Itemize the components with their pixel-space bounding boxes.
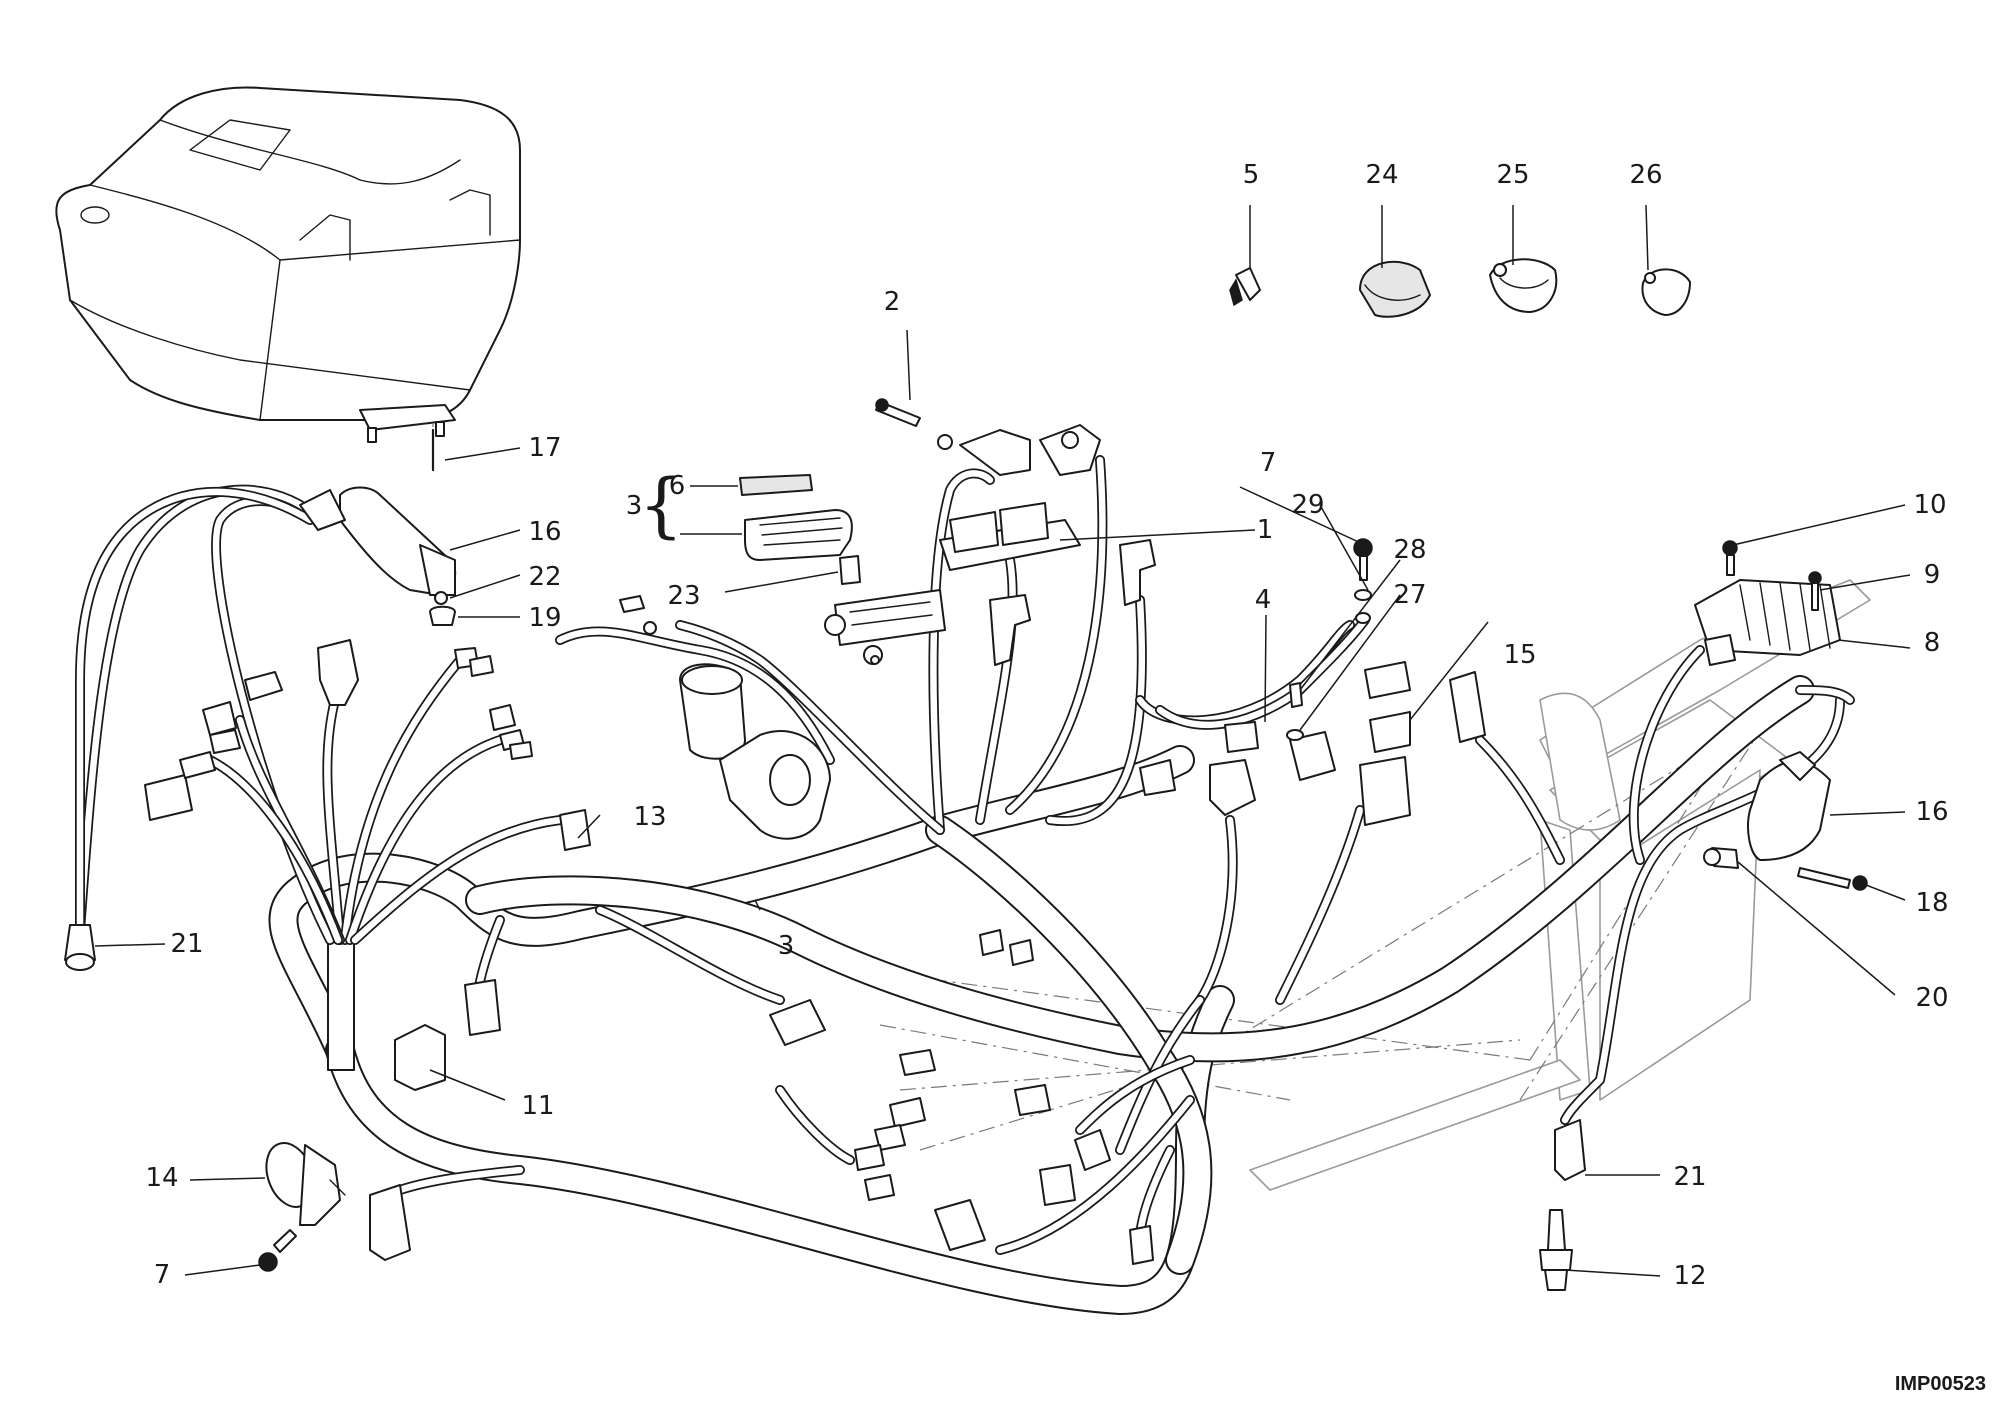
cable-clamp-23	[1489, 258, 1558, 313]
callout-7-top: 7	[1259, 448, 1277, 478]
battery-box	[55, 86, 521, 421]
screw-2	[875, 398, 953, 450]
bolt-18	[1797, 867, 1868, 891]
callout-4: 4	[1254, 585, 1272, 615]
callout-26: 28	[1393, 535, 1427, 565]
callout-10: 10	[1913, 490, 1947, 520]
cable-tie-22	[1359, 260, 1431, 318]
callout-28: 22	[528, 562, 562, 592]
callout-1: 1	[1256, 515, 1274, 545]
callout-22: 24	[1365, 160, 1399, 190]
callout-23: 25	[1496, 160, 1530, 190]
callout-8: 8	[1923, 628, 1941, 658]
voltage-regulator-8	[1694, 579, 1841, 666]
screw-7-horn	[258, 1229, 297, 1272]
callout-20: 20	[1915, 983, 1949, 1013]
relay-unit-1	[939, 424, 1101, 571]
coil-bracket-17	[359, 404, 456, 472]
callout-13: 12	[1673, 1261, 1707, 1291]
callout-14: 14	[145, 1163, 179, 1193]
fuse-box-cover-6	[739, 474, 813, 496]
main-harness-bundle	[268, 675, 1815, 1315]
ignition-coil-16-left	[299, 486, 457, 626]
callout-3-brace: 3	[625, 491, 643, 521]
callout-16-left: 16	[528, 517, 562, 547]
harness-wires	[75, 455, 1855, 1255]
connectors	[144, 538, 1486, 1265]
drawing-code: IMP00523	[1894, 1373, 1986, 1395]
callout-21-left: 21	[170, 929, 204, 959]
callout-11: 11	[521, 1091, 555, 1121]
callout-5: 5	[1242, 160, 1260, 190]
callout-19: 19	[528, 603, 562, 633]
callout-17: 17	[528, 433, 562, 463]
callout-9: 9	[1923, 560, 1941, 590]
callout-7-bottom: 7	[153, 1260, 171, 1290]
callout-21-right: 21	[1673, 1162, 1707, 1192]
callout-6: 6	[668, 471, 686, 501]
clip-5	[1229, 267, 1261, 307]
callout-25: 27	[1393, 580, 1427, 610]
callout-15: 15	[1503, 640, 1537, 670]
brace-3: {	[638, 464, 684, 546]
plug-cap-21-left	[64, 924, 96, 971]
callout-27: 23	[667, 581, 701, 611]
spacer-20	[1703, 847, 1739, 869]
plug-cap-21-right	[1554, 1119, 1586, 1181]
callout-18: 18	[1915, 888, 1949, 918]
spark-plug-13	[1539, 1209, 1573, 1291]
callout-29: 29	[1291, 490, 1325, 520]
fuse-box-3	[744, 509, 853, 561]
fuse-27	[839, 555, 861, 585]
horn-14	[265, 1142, 346, 1226]
callout-16-right: 16	[1915, 797, 1949, 827]
cable-clamp-24	[1641, 268, 1691, 316]
connector-block-27	[824, 589, 946, 665]
leader-lines	[94, 204, 1911, 1277]
callout-24: 26	[1629, 160, 1663, 190]
starter-solenoid	[619, 595, 831, 840]
ignition-coil-16-right	[1747, 751, 1831, 861]
callout-12: 13	[633, 802, 667, 832]
callout-3: 3	[777, 931, 795, 961]
callout-2: 2	[883, 287, 901, 317]
